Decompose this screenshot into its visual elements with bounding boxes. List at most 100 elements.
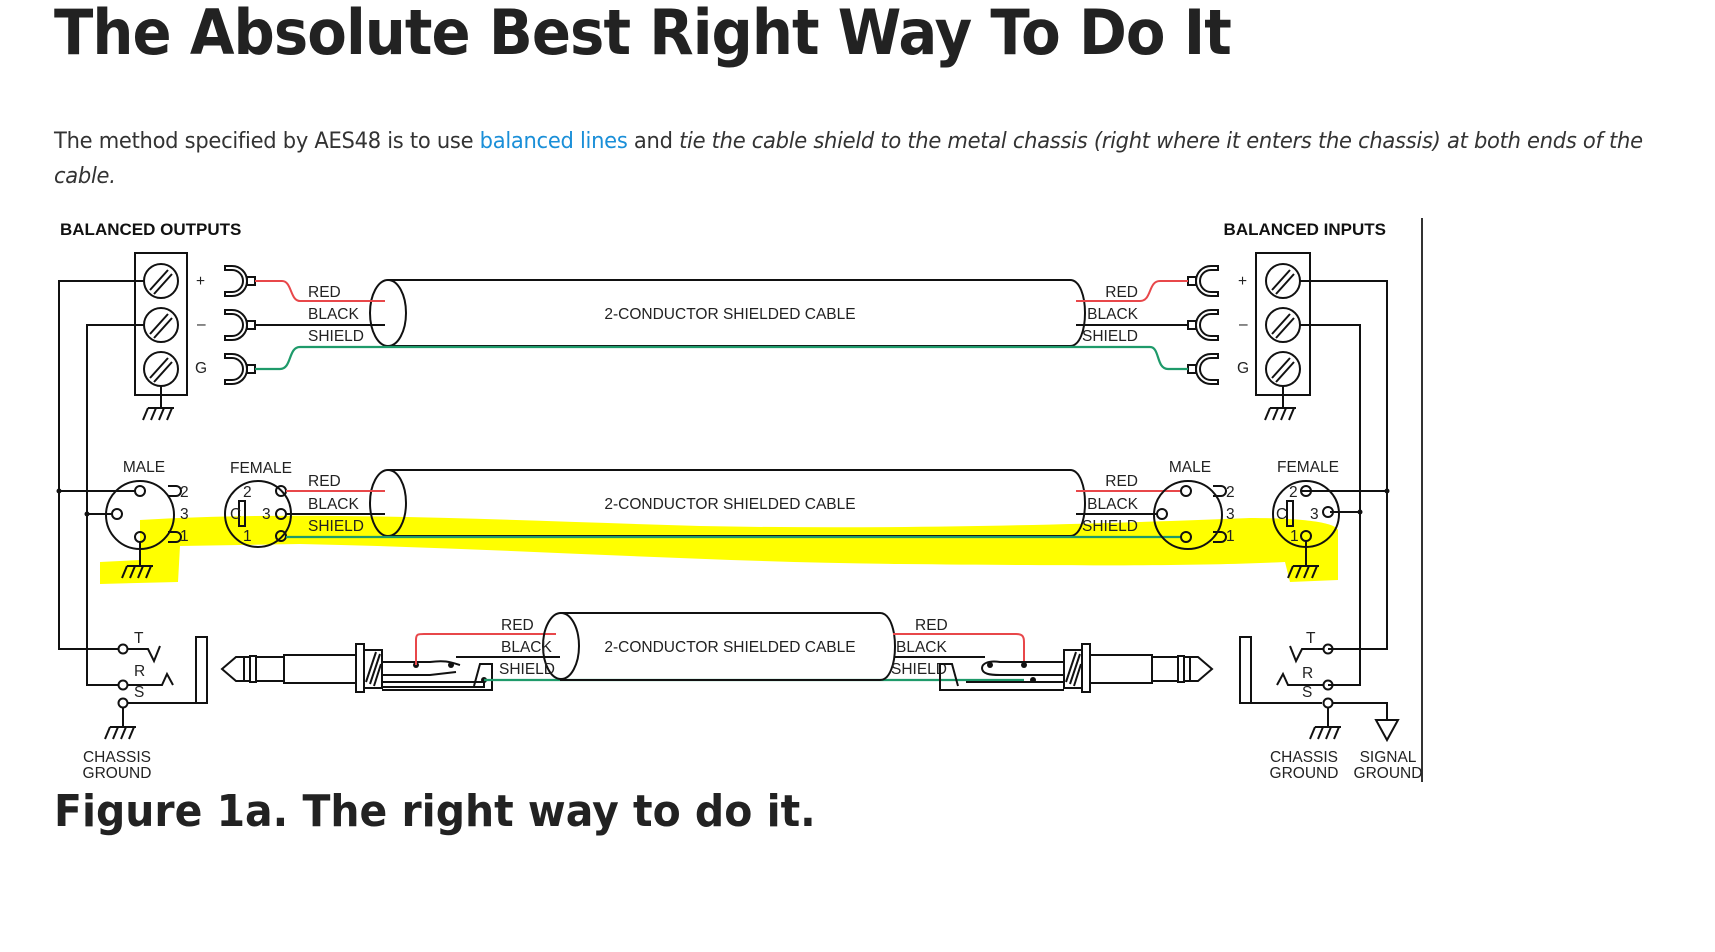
pin-label: 3 [1310, 506, 1319, 523]
wire-label-red: RED [501, 617, 534, 634]
terminal-screw-icon [1265, 351, 1301, 387]
terminal-minus-label: – [1239, 316, 1248, 333]
left-wiring [56, 280, 144, 686]
xlr-male-label: MALE [1169, 459, 1211, 476]
pin-label: 1 [1290, 528, 1299, 545]
xlr-male-connector-icon: 2 3 1 [105, 480, 189, 579]
terminal-plus-label: + [196, 273, 205, 290]
cable-label: 2-CONDUCTOR SHIELDED CABLE [604, 639, 855, 656]
wire-label-black: BLACK [896, 639, 947, 656]
wire-label-red: RED [308, 284, 341, 301]
terminal-screw-icon [1265, 307, 1301, 343]
wire-label-black: BLACK [308, 496, 359, 513]
input-terminal-block: + – G [1237, 252, 1311, 421]
pin-label: 2 [1289, 484, 1298, 501]
xlr-female-label: FEMALE [230, 460, 292, 477]
page-title: The Absolute Best Right Way To Do It [54, 0, 1232, 69]
wire-label-black: BLACK [501, 639, 552, 656]
chassis-ground-icon [1287, 565, 1319, 579]
terminal-plus-label: + [1238, 273, 1247, 290]
case-label: C [1276, 506, 1287, 523]
terminal-screw-icon [1265, 263, 1301, 299]
xlr-female-connector-icon: C 2 3 1 [1272, 480, 1340, 579]
pin-label: 2 [180, 484, 189, 501]
spade-lug-icon [1187, 353, 1219, 385]
ring-label: R [1302, 665, 1313, 682]
balanced-lines-link[interactable]: balanced lines [479, 128, 628, 154]
figure-caption: Figure 1a. The right way to do it. [54, 786, 816, 837]
terminal-g-label: G [1237, 360, 1249, 377]
terminal-minus-label: – [197, 316, 206, 333]
cable-label: 2-CONDUCTOR SHIELDED CABLE [604, 306, 855, 323]
balanced-inputs-heading: BALANCED INPUTS [1224, 220, 1386, 239]
wire-label-shield: SHIELD [1082, 518, 1138, 535]
paragraph-emphasis: tie the cable shield to the metal chassi… [54, 128, 1643, 189]
cable-terminal-to-terminal: 2-CONDUCTOR SHIELDED CABLE RED BLACK SHI… [255, 279, 1188, 371]
cable-xlr-to-xlr: 2-CONDUCTOR SHIELDED CABLE RED BLACK SHI… [286, 469, 1180, 539]
wire-label-shield: SHIELD [891, 661, 947, 678]
cable-trs-to-trs: 2-CONDUCTOR SHIELDED CABLE RED BLACK SHI… [456, 612, 948, 681]
trs-jack-input-icon: T R S [1239, 630, 1400, 743]
terminal-screw-icon [143, 307, 179, 343]
cable-label: 2-CONDUCTOR SHIELDED CABLE [604, 496, 855, 513]
xlr-male-label: MALE [123, 459, 165, 476]
sleeve-label: S [1302, 684, 1312, 701]
wire-label-shield: SHIELD [308, 328, 364, 345]
chassis-ground-label: GROUND [1270, 765, 1339, 782]
spade-lug-icon [1187, 309, 1219, 341]
tip-label: T [1306, 630, 1316, 647]
output-terminal-block: + – G [134, 252, 207, 421]
pin-label: 3 [262, 506, 271, 523]
chassis-ground-label: CHASSIS [83, 749, 151, 766]
spade-lug-icon [224, 265, 256, 297]
terminal-screw-icon [143, 263, 179, 299]
pin-label: 1 [1226, 528, 1235, 545]
xlr-male-connector-icon: 2 3 1 [1153, 480, 1235, 550]
chassis-ground-icon [142, 386, 174, 421]
pin-label: 1 [180, 528, 189, 545]
xlr-female-label: FEMALE [1277, 459, 1339, 476]
balanced-outputs-heading: BALANCED OUTPUTS [60, 220, 241, 239]
wire-label-red: RED [308, 473, 341, 490]
pin-label: 3 [1226, 506, 1235, 523]
wire-label-shield: SHIELD [499, 661, 555, 678]
signal-ground-icon [1374, 719, 1400, 743]
chassis-ground-icon [1264, 386, 1296, 421]
case-label: C [230, 506, 241, 523]
wire-label-black: BLACK [1087, 496, 1138, 513]
terminal-g-label: G [195, 360, 207, 377]
tip-label: T [134, 630, 144, 647]
right-wiring [1300, 280, 1390, 686]
signal-ground-label: SIGNAL [1360, 749, 1417, 766]
trs-plug-icon [893, 633, 1214, 693]
sleeve-label: S [134, 684, 144, 701]
wire-label-shield: SHIELD [308, 518, 364, 535]
chassis-ground-icon [121, 565, 153, 579]
wire-label-black: BLACK [1087, 306, 1138, 323]
spade-lug-icon [1187, 265, 1219, 297]
wire-label-red: RED [915, 617, 948, 634]
terminal-screw-icon [143, 351, 179, 387]
wire-label-black: BLACK [308, 306, 359, 323]
trs-jack-output-icon: T R S [104, 630, 208, 740]
chassis-ground-icon [104, 726, 136, 740]
paragraph-text-middle: and [627, 128, 680, 154]
ring-label: R [134, 663, 145, 680]
pin-label: 3 [180, 506, 189, 523]
chassis-ground-icon [1309, 726, 1341, 740]
wire-label-shield: SHIELD [1082, 328, 1138, 345]
shield-ground-highlight [100, 515, 1338, 584]
pin-label: 1 [243, 528, 252, 545]
spade-lug-icon [224, 353, 256, 385]
chassis-ground-label: GROUND [83, 765, 152, 782]
signal-ground-label: GROUND [1354, 765, 1423, 782]
wire-label-red: RED [1105, 473, 1138, 490]
paragraph-text: The method specified by AES48 is to use [54, 128, 480, 154]
spade-lug-icon [224, 309, 256, 341]
pin-label: 2 [1226, 484, 1235, 501]
wire-label-red: RED [1105, 284, 1138, 301]
pin-label: 2 [243, 484, 252, 501]
chassis-ground-label: CHASSIS [1270, 749, 1338, 766]
intro-paragraph: The method specified by AES48 is to use … [54, 124, 1662, 194]
